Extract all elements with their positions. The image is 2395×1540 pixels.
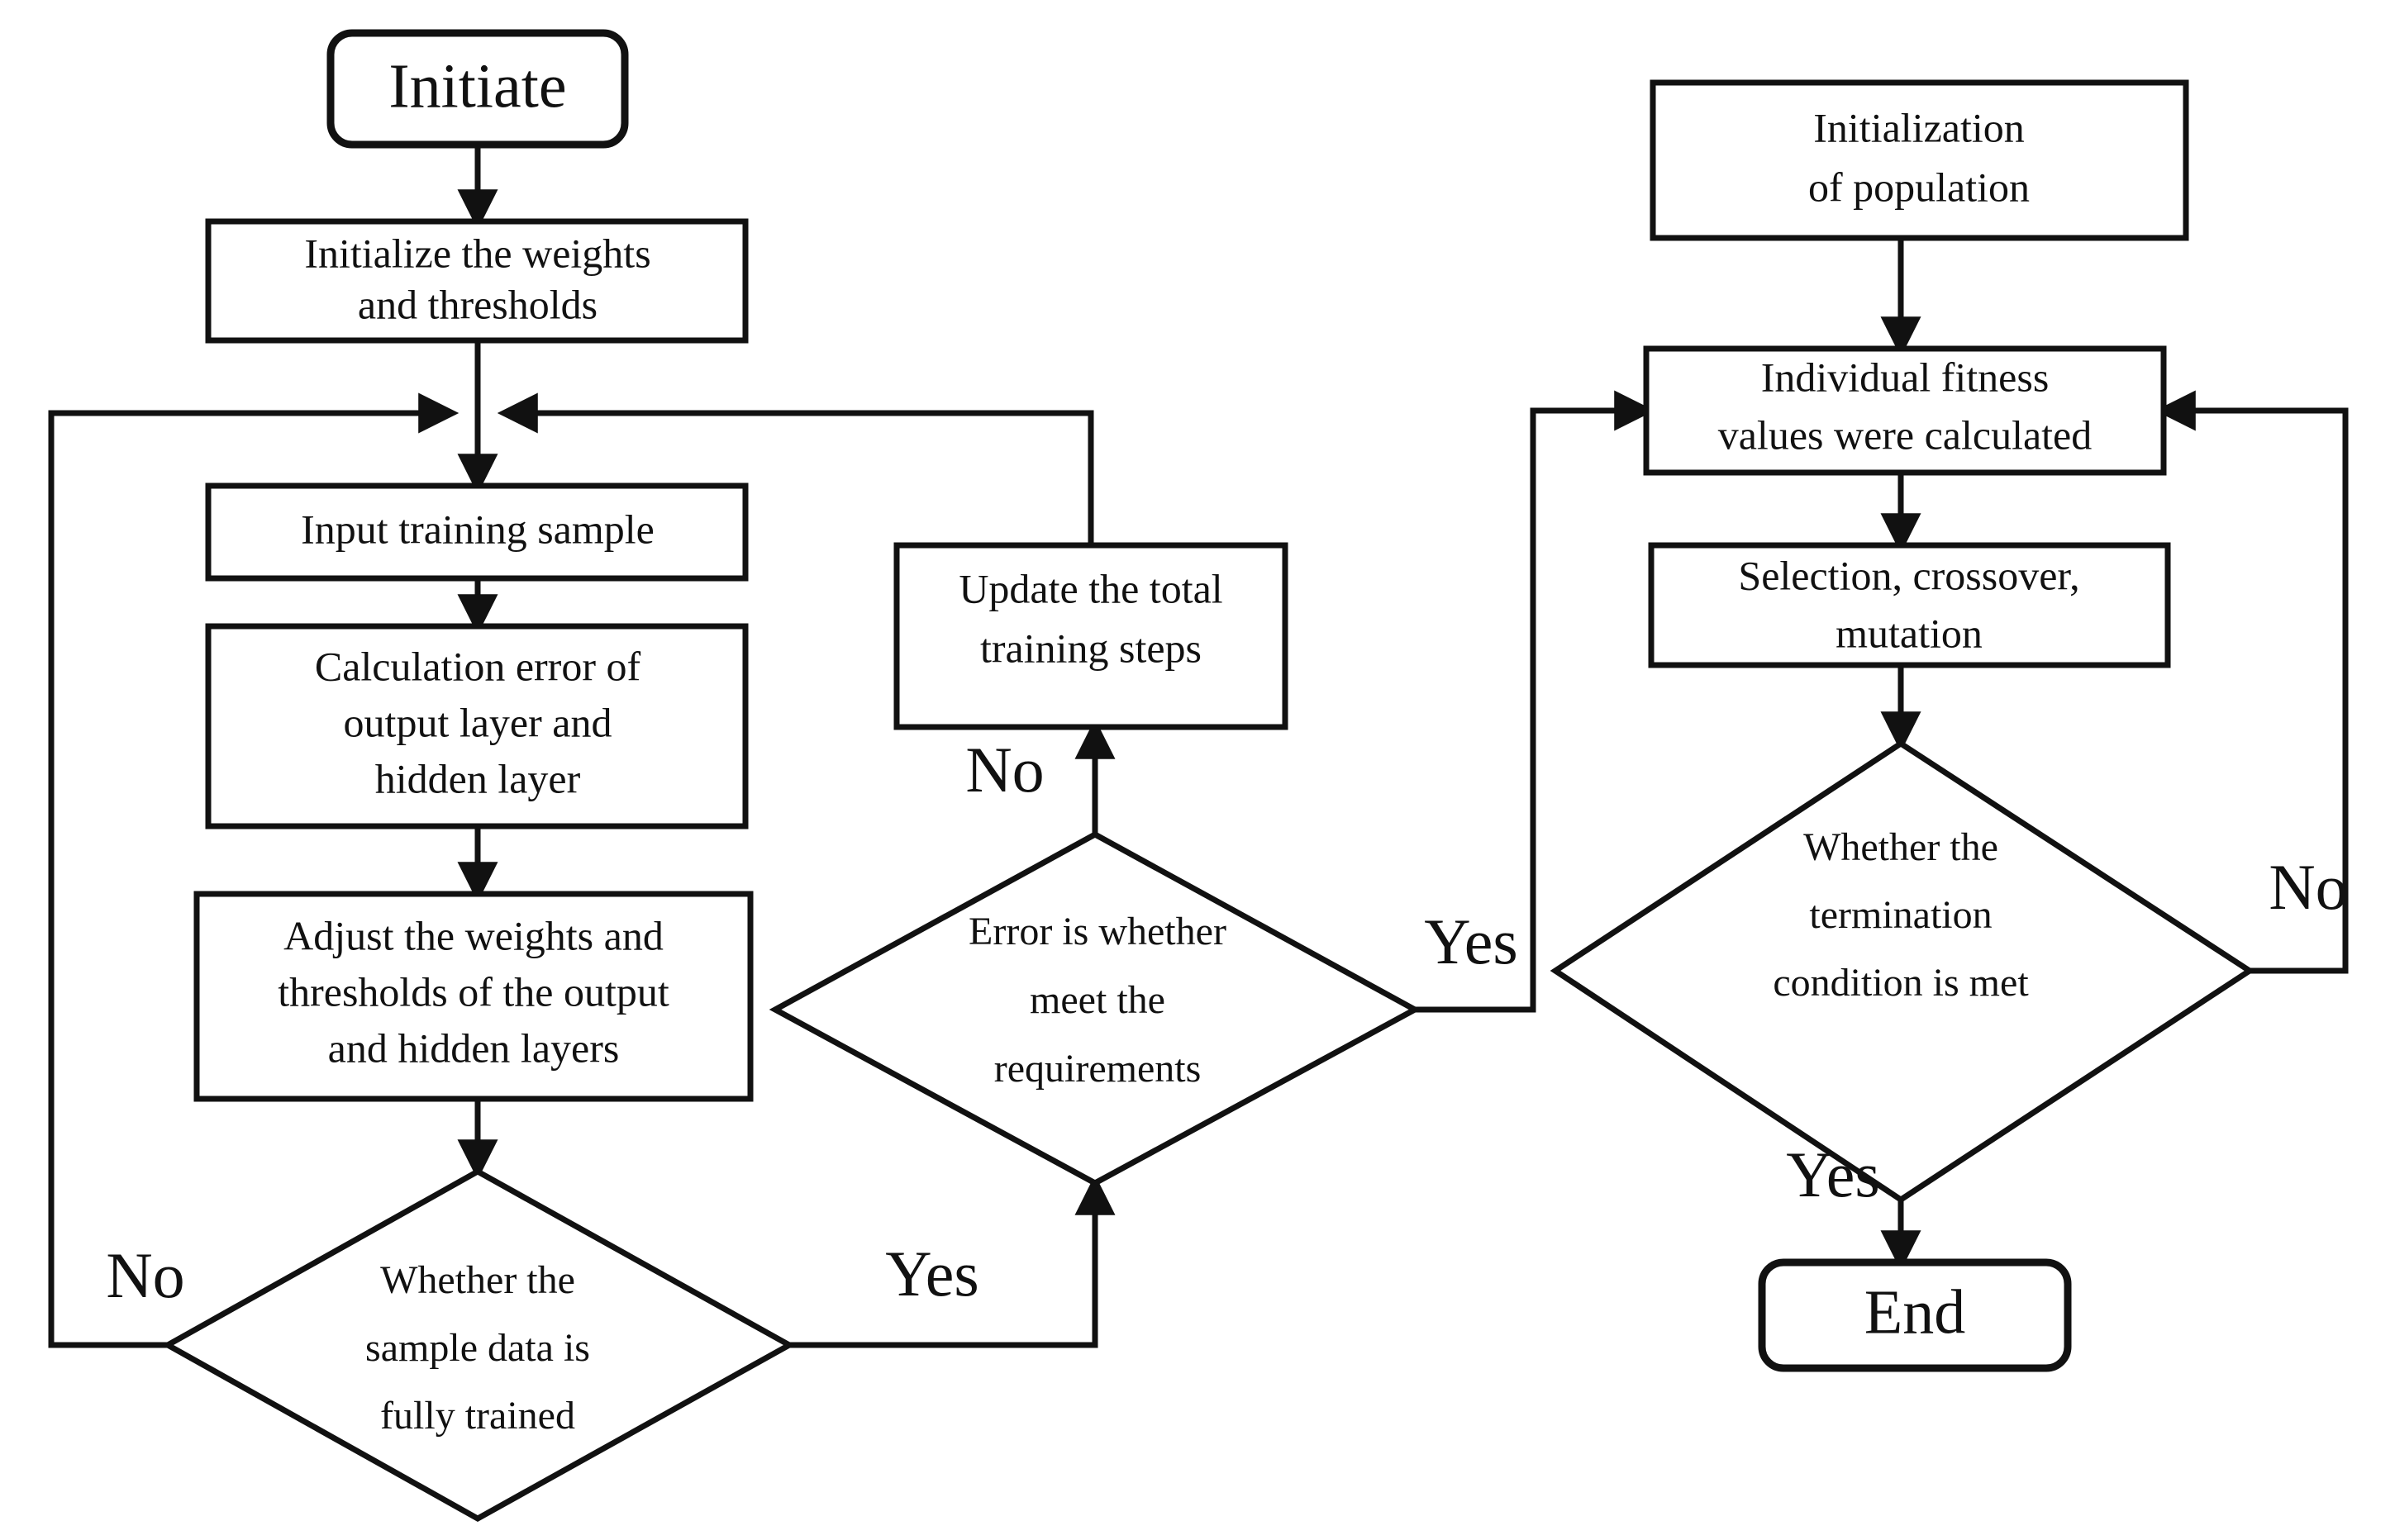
node-selection-line1: Selection, crossover, bbox=[1738, 552, 2079, 598]
edge-label-error-no: No bbox=[965, 734, 1044, 806]
edge-label-termination-no: No bbox=[2269, 851, 2347, 923]
node-calc-error-line2: output layer and bbox=[344, 699, 612, 745]
node-sample-trained-line1: Whether the bbox=[380, 1258, 575, 1302]
node-update-steps-line1: Update the total bbox=[959, 565, 1222, 611]
node-initiate-label: Initiate bbox=[388, 51, 566, 121]
node-termination-line2: termination bbox=[1809, 893, 1992, 937]
node-calc-error-line3: hidden layer bbox=[375, 755, 581, 801]
node-adjust-weights-line3: and hidden layers bbox=[328, 1024, 620, 1071]
node-sample-trained[interactable]: Whether the sample data is fully trained bbox=[161, 1167, 796, 1523]
node-termination[interactable]: Whether the termination condition is met bbox=[1550, 739, 2255, 1204]
node-fitness-values-line1: Individual fitness bbox=[1761, 354, 2050, 400]
node-update-steps-line2: training steps bbox=[980, 625, 1202, 671]
node-sample-trained-line2: sample data is bbox=[365, 1326, 590, 1370]
node-init-weights[interactable]: Initialize the weights and thresholds bbox=[205, 218, 749, 344]
node-end[interactable]: End bbox=[1758, 1258, 2072, 1372]
node-sample-trained-line3: fully trained bbox=[380, 1394, 575, 1438]
edge-sample-yes-to-error bbox=[789, 1174, 1116, 1348]
node-init-weights-line2: and thresholds bbox=[358, 281, 598, 327]
node-initiate[interactable]: Initiate bbox=[326, 29, 629, 149]
node-adjust-weights-line2: thresholds of the output bbox=[278, 968, 669, 1015]
node-init-weights-line1: Initialize the weights bbox=[304, 230, 650, 276]
node-calc-error[interactable]: Calculation error of output layer and hi… bbox=[205, 623, 749, 829]
node-error-meets-line1: Error is whether bbox=[969, 910, 1226, 953]
edge-termination-no-loop bbox=[2155, 390, 2349, 974]
node-error-meets[interactable]: Error is whether meet the requirements bbox=[769, 831, 1421, 1186]
edge-label-sample-trained-no: No bbox=[106, 1239, 184, 1311]
edge-label-sample-trained-yes: Yes bbox=[885, 1238, 979, 1309]
node-init-population-line2: of population bbox=[1808, 164, 2030, 210]
node-adjust-weights-line1: Adjust the weights and bbox=[283, 912, 664, 958]
node-input-sample-label: Input training sample bbox=[301, 506, 655, 552]
node-init-population-line1: Initialization bbox=[1813, 104, 2024, 150]
node-adjust-weights[interactable]: Adjust the weights and thresholds of the… bbox=[193, 891, 754, 1102]
node-error-meets-line2: meet the bbox=[1030, 978, 1165, 1022]
node-error-meets-line3: requirements bbox=[994, 1047, 1202, 1091]
edge-sample-no-loop bbox=[48, 392, 459, 1348]
node-update-steps[interactable]: Update the total training steps bbox=[893, 542, 1288, 730]
edge-update-steps-to-junction bbox=[497, 392, 1094, 545]
node-init-population[interactable]: Initialization of population bbox=[1650, 79, 2189, 241]
node-termination-line1: Whether the bbox=[1803, 825, 1998, 869]
node-fitness-values[interactable]: Individual fitness values were calculate… bbox=[1643, 345, 2167, 476]
node-termination-line3: condition is met bbox=[1773, 961, 2029, 1005]
node-selection-line2: mutation bbox=[1836, 610, 1983, 656]
node-input-sample[interactable]: Input training sample bbox=[205, 482, 749, 582]
node-end-label: End bbox=[1864, 1277, 1965, 1347]
node-fitness-values-line2: values were calculated bbox=[1718, 411, 2093, 458]
node-calc-error-line1: Calculation error of bbox=[315, 643, 641, 689]
edge-error-yes-to-fitness bbox=[1415, 390, 1655, 1013]
edge-label-termination-yes: Yes bbox=[1786, 1138, 1880, 1210]
edge-label-error-yes: Yes bbox=[1424, 905, 1518, 977]
node-selection[interactable]: Selection, crossover, mutation bbox=[1648, 542, 2171, 668]
